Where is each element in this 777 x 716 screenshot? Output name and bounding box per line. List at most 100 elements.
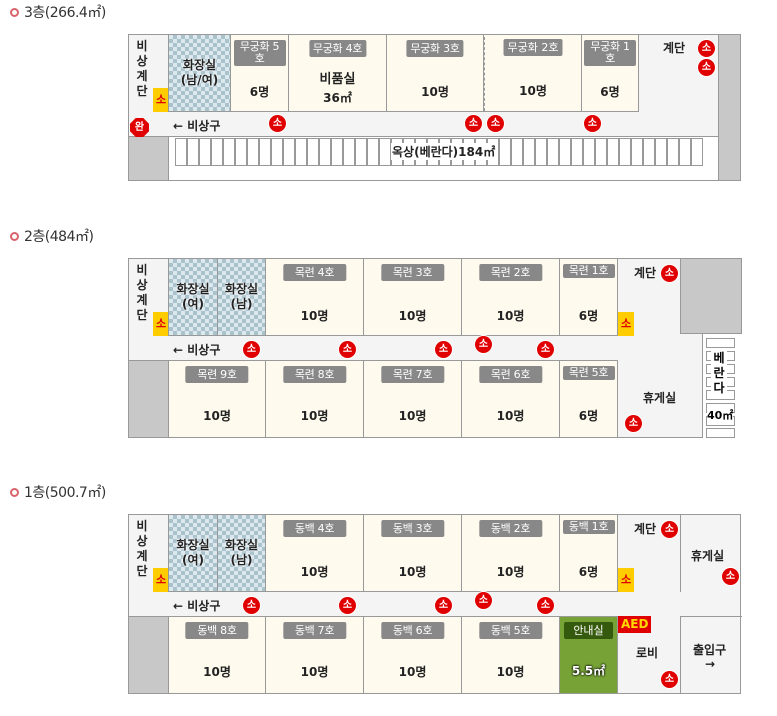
fire-extinguisher-icon: 소 <box>661 521 678 538</box>
fire-extinguisher-box: 소 <box>153 568 169 592</box>
stairs-label: 계단 <box>634 522 657 536</box>
fire-extinguisher-icon: 소 <box>243 597 260 614</box>
room-dongbaek-4[interactable]: 동백 4호 10명 <box>265 514 364 592</box>
floor-3-title: 3층(266.4㎡) <box>10 2 106 22</box>
room-capacity: 10명 <box>300 565 329 579</box>
room-name-tag: 목련 2호 <box>478 264 543 281</box>
fire-extinguisher-icon: 소 <box>722 568 739 585</box>
fire-extinguisher-icon: 소 <box>537 597 554 614</box>
wall-block <box>128 136 169 181</box>
fire-extinguisher-icon: 소 <box>475 592 492 609</box>
room-mokryeon-9[interactable]: 목련 9호 10명 <box>168 360 266 438</box>
room-capacity: 10명 <box>398 309 427 323</box>
floor-2-plan: 비상계단 소 화장실 (여) 화장실 (남) 목련 4호 10명 목련 3호 1… <box>128 258 742 438</box>
restroom-male: 화장실 (남) <box>217 514 266 592</box>
room-area: 36㎡ <box>323 91 352 105</box>
room-capacity: 6명 <box>578 309 599 323</box>
room-mokryeon-1[interactable]: 목련 1호 6명 <box>559 258 618 336</box>
room-name-tag: 목련 5호 <box>562 366 615 380</box>
room-mokryeon-3[interactable]: 목련 3호 10명 <box>363 258 462 336</box>
fire-extinguisher-icon: 소 <box>465 115 482 132</box>
room-capacity: 10명 <box>421 85 449 99</box>
fire-extinguisher-icon: 소 <box>625 415 642 432</box>
lobby-label: 로비 <box>636 646 659 660</box>
fire-extinguisher-icon: 소 <box>339 341 356 358</box>
fire-extinguisher-box: 소 <box>153 88 169 112</box>
room-mokryeon-4[interactable]: 목련 4호 10명 <box>265 258 364 336</box>
room-dongbaek-3[interactable]: 동백 3호 10명 <box>363 514 462 592</box>
veranda-slat <box>706 428 735 438</box>
room-subtitle: 비품실 <box>319 72 356 87</box>
room-capacity: 10명 <box>496 309 525 323</box>
floor-3-plan: 옥상(베란다)184㎡ 비상계단 소 화장실 (남/여) 무궁화 5호 6명 무… <box>128 34 741 181</box>
fire-extinguisher-box: 소 <box>618 312 634 336</box>
aed-label: AED <box>618 616 652 633</box>
room-capacity: 10명 <box>496 665 525 679</box>
veranda-area: 40㎡ <box>707 407 734 423</box>
room-name-tag: 목련 6호 <box>478 366 543 383</box>
emergency-exit-label[interactable]: ← 비상구 <box>173 599 221 613</box>
room-capacity: 6명 <box>578 565 599 579</box>
fire-extinguisher-icon: 소 <box>537 341 554 358</box>
fire-extinguisher-icon: 소 <box>661 671 678 688</box>
restroom-female: 화장실 (여) <box>168 258 218 336</box>
room-capacity: 10명 <box>300 665 329 679</box>
bullet-icon <box>10 231 19 241</box>
lounge-label: 휴게실 <box>643 391 677 405</box>
room-mugunghwa-5[interactable]: 무궁화 5호 6명 <box>230 34 289 112</box>
emergency-exit-label[interactable]: ← 비상구 <box>173 119 221 133</box>
room-capacity: 10명 <box>496 409 525 423</box>
room-capacity: 10명 <box>398 665 427 679</box>
room-capacity: 10명 <box>300 309 329 323</box>
room-dongbaek-1[interactable]: 동백 1호 6명 <box>559 514 618 592</box>
floor-3-title-text: 3층(266.4㎡) <box>24 5 106 21</box>
room-mugunghwa-2[interactable]: 무궁화 2호 10명 <box>484 34 582 112</box>
room-name-tag: 동백 4호 <box>282 520 347 537</box>
info-room-tag: 안내실 <box>564 622 613 639</box>
veranda: 베란다 40㎡ <box>702 334 742 438</box>
room-mokryeon-8[interactable]: 목련 8호 10명 <box>265 360 364 438</box>
room-dongbaek-5[interactable]: 동백 5호 10명 <box>461 616 560 694</box>
room-name-tag: 동백 3호 <box>380 520 445 537</box>
room-name-tag: 무궁화 3호 <box>406 40 464 57</box>
floor-1-plan: 비상계단 소 화장실 (여) 화장실 (남) 동백 4호 10명 동백 3호 1… <box>128 514 742 694</box>
room-name-tag: 무궁화 1호 <box>584 40 636 66</box>
emergency-exit-label[interactable]: ← 비상구 <box>173 343 221 357</box>
room-mugunghwa-3[interactable]: 무궁화 3호 10명 <box>386 34 484 112</box>
room-capacity: 10명 <box>203 409 231 423</box>
room-mugunghwa-1[interactable]: 무궁화 1호 6명 <box>581 34 639 112</box>
room-name-tag: 동백 1호 <box>562 520 615 534</box>
room-capacity: 10명 <box>300 409 329 423</box>
room-mokryeon-2[interactable]: 목련 2호 10명 <box>461 258 560 336</box>
fire-extinguisher-icon: 소 <box>475 336 492 353</box>
room-capacity: 10명 <box>519 84 547 98</box>
fire-extinguisher-icon: 소 <box>269 115 286 132</box>
entrance-arrow-icon: → <box>705 657 716 671</box>
room-capacity: 10명 <box>496 565 525 579</box>
fire-extinguisher-icon: 소 <box>487 115 504 132</box>
rooftop-label: 옥상(베란다)184㎡ <box>391 143 497 160</box>
bullet-icon <box>10 7 19 17</box>
room-mugunghwa-4[interactable]: 무궁화 4호 비품실 36㎡ <box>288 34 387 112</box>
floor-1-title: 1층(500.7㎡) <box>10 482 106 502</box>
room-dongbaek-8[interactable]: 동백 8호 10명 <box>168 616 266 694</box>
fire-extinguisher-icon: 소 <box>243 341 260 358</box>
restroom-male: 화장실 (남) <box>217 258 266 336</box>
room-name-tag: 무궁화 2호 <box>503 39 563 56</box>
room-dongbaek-7[interactable]: 동백 7호 10명 <box>265 616 364 694</box>
room-name-tag: 동백 2호 <box>478 520 543 537</box>
info-desk-room[interactable]: 안내실 5.5㎡ <box>559 616 618 694</box>
floor-1-title-text: 1층(500.7㎡) <box>24 485 106 501</box>
room-mokryeon-6[interactable]: 목련 6호 10명 <box>461 360 560 438</box>
room-name-tag: 목련 8호 <box>282 366 347 383</box>
room-mokryeon-5[interactable]: 목련 5호 6명 <box>559 360 618 438</box>
entrance[interactable]: 출입구 → <box>680 616 742 694</box>
emergency-stair-label: 비상계단 <box>136 39 148 98</box>
emergency-stair-label: 비상계단 <box>136 519 148 578</box>
room-dongbaek-6[interactable]: 동백 6호 10명 <box>363 616 462 694</box>
room-mokryeon-7[interactable]: 목련 7호 10명 <box>363 360 462 438</box>
partition-dashed <box>484 37 485 111</box>
room-dongbaek-2[interactable]: 동백 2호 10명 <box>461 514 560 592</box>
fire-extinguisher-icon: 소 <box>698 59 715 76</box>
fire-extinguisher-icon: 소 <box>435 597 452 614</box>
